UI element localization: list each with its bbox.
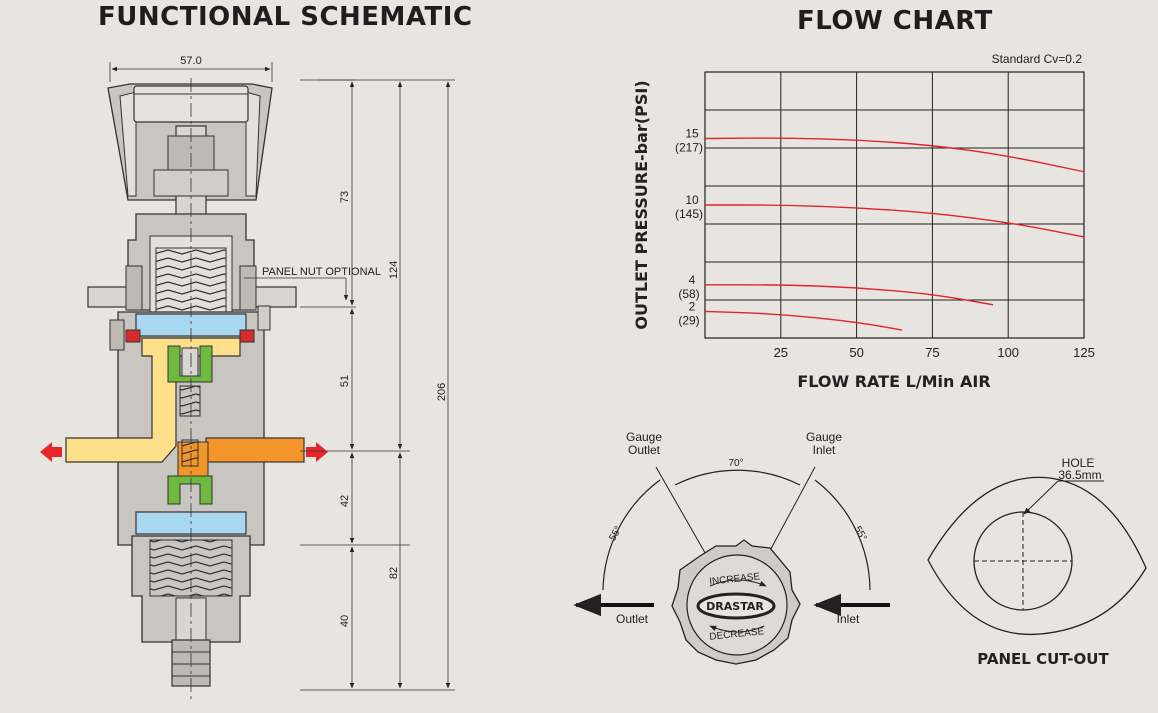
y-tick-label: 10 (685, 193, 699, 207)
outlet-label: Outlet (616, 612, 649, 626)
x-tick-label: 75 (925, 345, 939, 360)
x-tick-label: 100 (997, 345, 1019, 360)
x-tick-labels: 25 50 75 100 125 (774, 345, 1095, 360)
outlet-flow-arrow (40, 442, 62, 462)
pressure-curve (704, 284, 994, 306)
brand-ellipse (696, 592, 776, 620)
regulator-schematic (40, 78, 328, 700)
dim-73: 73 (339, 191, 351, 203)
panel-nut-label: PANEL NUT OPTIONAL (262, 266, 381, 278)
seal-left (125, 329, 141, 343)
upper-seat (167, 345, 213, 383)
y-tick-sublabel: (217) (675, 141, 703, 155)
y-tick-label: 4 (689, 273, 696, 287)
x-axis-label: FLOW RATE L/Min AIR (797, 372, 990, 391)
dimension-lines (109, 62, 455, 691)
flow-chart-title: FLOW CHART (797, 6, 993, 36)
dim-51: 51 (339, 375, 351, 387)
y-tick-labels: 15(217) 10(145) 4(58)2(29) (675, 127, 703, 328)
hole-size: 36.5mm (1058, 468, 1101, 482)
cutout-title: PANEL CUT-OUT (977, 650, 1109, 668)
schematic-title: FUNCTIONAL SCHEMATIC (98, 2, 473, 32)
dim-width: 57.0 (180, 55, 201, 67)
gauge-inlet-line2: Inlet (813, 443, 836, 457)
dim-42: 42 (339, 495, 351, 507)
panel-outline (927, 476, 1147, 636)
knob-diagram: Gauge Outlet Gauge Inlet 70° 55° 55° INC… (573, 430, 890, 665)
hole-label: HOLE (1062, 456, 1095, 470)
x-tick-label: 25 (774, 345, 788, 360)
dim-82: 82 (388, 567, 400, 579)
panel-cutout-diagram: HOLE 36.5mm PANEL CUT-OUT (927, 456, 1147, 668)
seal-right (239, 329, 255, 343)
pressure-curve (705, 204, 1085, 238)
lower-seat (167, 475, 213, 505)
inlet-flow-arrow (306, 442, 328, 462)
inlet-label: Inlet (837, 612, 860, 626)
gauge-outlet-line1: Gauge (626, 430, 662, 444)
brand-label: DRASTAR (706, 600, 764, 613)
chart-subtitle: Standard Cv=0.2 (992, 52, 1083, 66)
increase-label: INCREASE (709, 571, 761, 587)
dim-206: 206 (436, 383, 448, 401)
gauge-inlet-line1: Gauge (806, 430, 842, 444)
gauge-outlet-line2: Outlet (628, 443, 661, 457)
dim-124: 124 (388, 261, 400, 279)
pressure-curve (704, 137, 1085, 173)
chart-grid (705, 72, 1084, 338)
inlet-passage (205, 437, 305, 463)
x-tick-label: 125 (1073, 345, 1095, 360)
flow-chart: 25 50 75 100 125 15(217) 10(145) 4(58)2(29) St… (632, 52, 1095, 391)
angle-top: 70° (728, 458, 743, 469)
y-tick-sublabel: (145) (675, 207, 703, 221)
outlet-passage (65, 337, 241, 463)
y-tick-label: 2 (689, 299, 696, 313)
y-tick-sublabel: (29) (678, 313, 699, 327)
y-axis-label: OUTLET PRESSURE-bar(PSI) (632, 80, 651, 329)
y-tick-sublabel: (58) (678, 287, 699, 301)
chart-series (704, 137, 1085, 331)
dim-40: 40 (339, 615, 351, 627)
angle-left: 55° (607, 524, 624, 543)
pressure-curve (704, 310, 903, 331)
y-tick-label: 15 (685, 127, 699, 141)
x-tick-label: 50 (849, 345, 863, 360)
